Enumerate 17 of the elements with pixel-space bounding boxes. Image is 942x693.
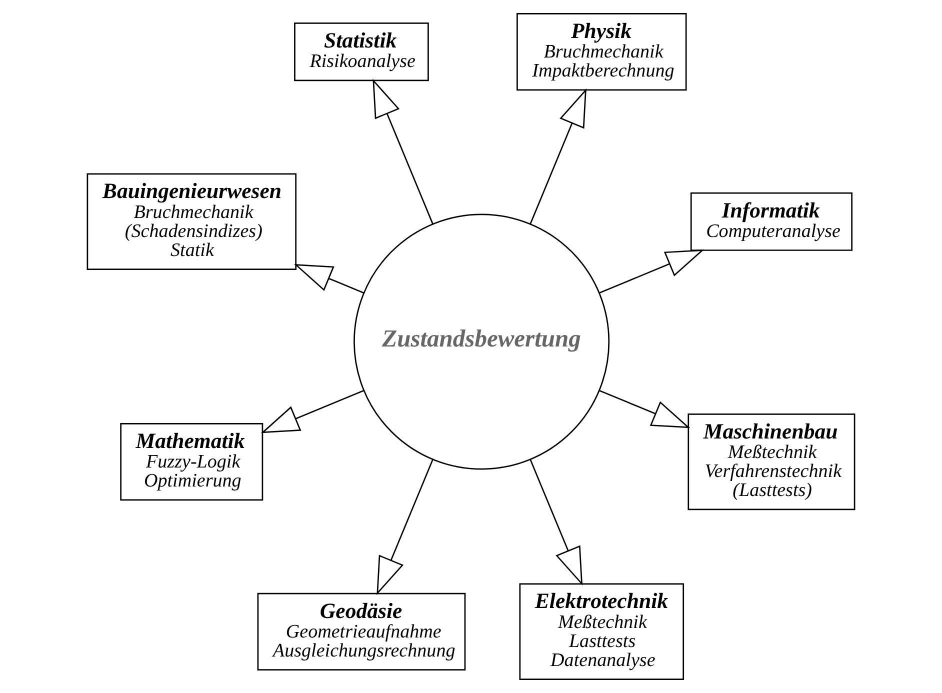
arrow <box>372 78 434 224</box>
node-box: Geodäsie Geometrieaufnahme Ausgleichungsrechnung <box>257 592 466 670</box>
node-box: Physik Bruchmechanik Impaktberechnung <box>516 13 687 91</box>
arrow <box>599 390 690 428</box>
node-box: Elektrotechnik Meßtechnik Lasttests Datenanalyse <box>519 583 684 680</box>
arrow <box>530 459 583 586</box>
node-box: Bauingenieurwesen Bruchmechanik (Schadensindizes) Statik <box>86 173 297 270</box>
node-box: Mathematik Fuzzy-Logik Optimierung <box>120 423 264 501</box>
arrow <box>599 249 704 294</box>
arrow <box>530 88 586 224</box>
node-box: Maschinenbau Meßtechnik Verfahrenstechnik (Lasttests) <box>688 413 856 510</box>
arrow <box>294 264 364 294</box>
node-box: Informatik Computeranalyse <box>690 192 852 251</box>
arrow <box>376 459 434 596</box>
arrow <box>260 390 364 434</box>
node-box: Statistik Risikoanalyse <box>294 22 429 82</box>
node-circle: Zustandsbewertung <box>354 214 610 470</box>
